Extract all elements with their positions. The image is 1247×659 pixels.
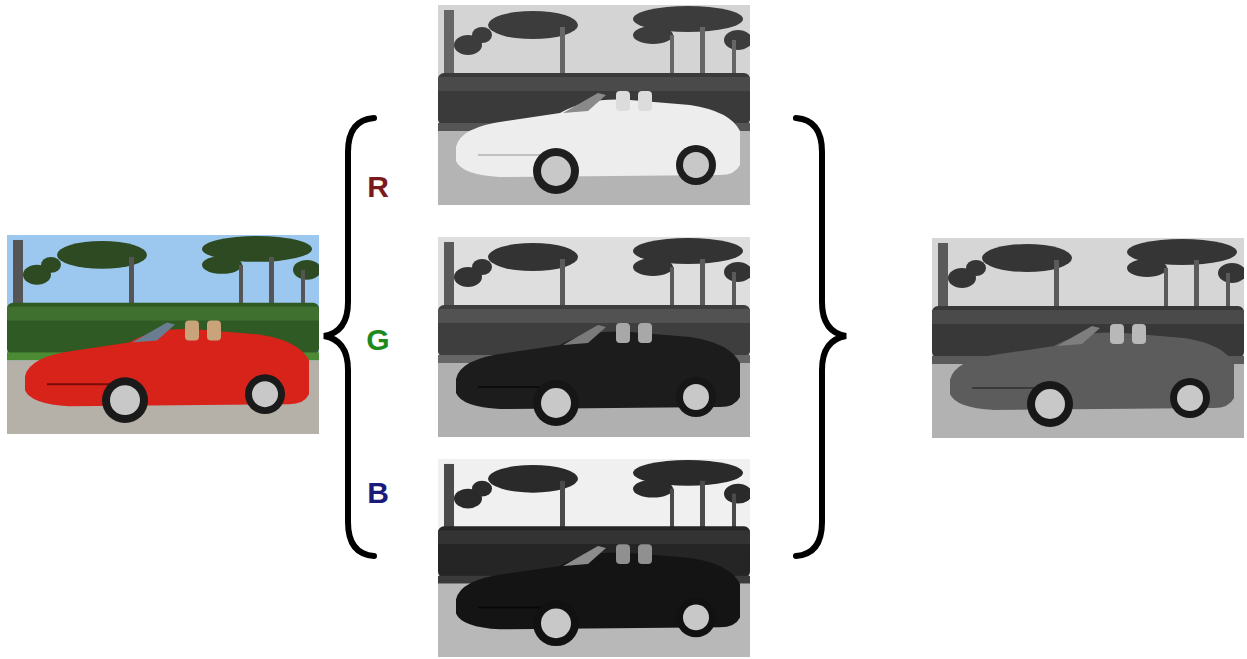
grayscale-photo — [932, 238, 1244, 438]
right-brace — [790, 112, 852, 562]
channel-label: R — [367, 172, 389, 202]
green-channel-photo — [438, 237, 750, 437]
color-photo — [7, 235, 319, 434]
red-channel-photo — [438, 5, 750, 205]
channel-label: B — [367, 478, 389, 508]
blue-channel-photo — [438, 459, 750, 657]
channel-label: G — [366, 325, 389, 355]
